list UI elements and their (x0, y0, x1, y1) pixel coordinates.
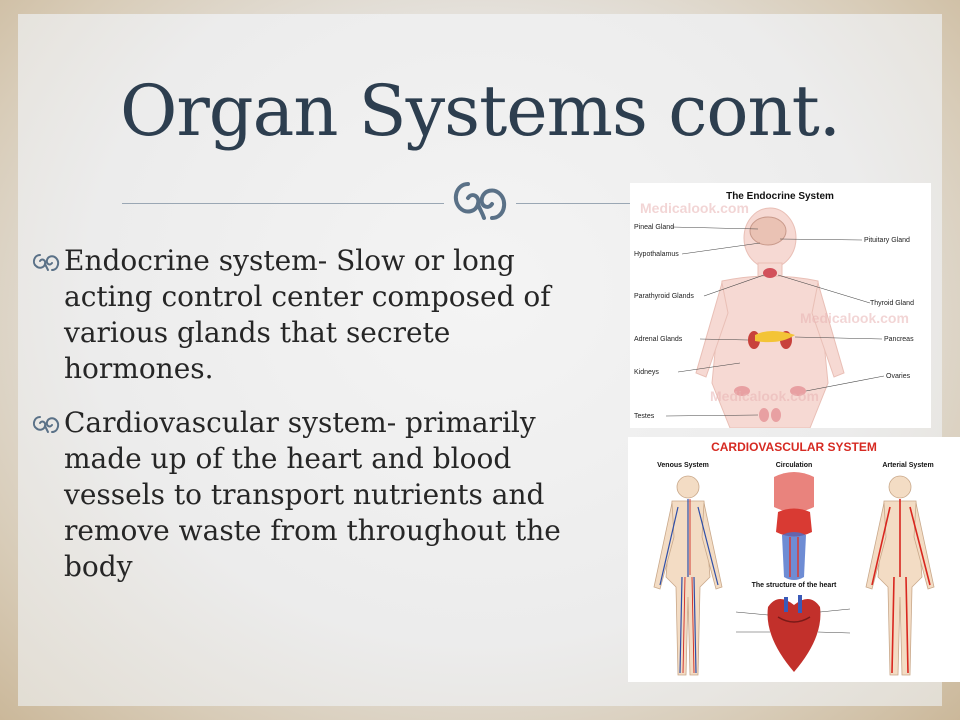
bullet-list: Endocrine system- Slow or long acting co… (30, 243, 590, 603)
label-pineal-gland: Pineal Gland (634, 224, 674, 231)
panel-arterial-system: Arterial System (882, 462, 933, 469)
label-pancreas: Pancreas (884, 336, 914, 343)
label-thyroid-gland: Thyroid Gland (870, 300, 914, 307)
cardio-figure-title: CARDIOVASCULAR SYSTEM (711, 440, 877, 454)
title-divider-right (516, 203, 636, 204)
cardiovascular-system-image: CARDIOVASCULAR SYSTEM Venous System Circ… (628, 437, 960, 682)
watermark-text: Medicalook.com (800, 310, 909, 326)
bullet-ornament-icon (32, 254, 60, 271)
label-ovaries: Ovaries (886, 373, 911, 380)
bullet-ornament-icon (32, 416, 60, 433)
title-divider-left (122, 203, 444, 204)
panel-circulation: Circulation (776, 462, 813, 469)
watermark-text: Medicalook.com (710, 388, 819, 404)
endocrine-system-image: The Endocrine System (630, 183, 931, 428)
panel-venous-system: Venous System (657, 462, 709, 469)
bullet-text: Cardiovascular system- primarily made up… (64, 406, 561, 583)
label-testes: Testes (634, 413, 655, 420)
heart-structure-subtitle: The structure of the heart (752, 582, 837, 589)
bullet-text: Endocrine system- Slow or long acting co… (64, 244, 551, 385)
watermark-text: Medicalook.com (640, 200, 749, 216)
endocrine-figure-title: The Endocrine System (726, 191, 834, 202)
label-kidneys: Kidneys (634, 369, 659, 376)
label-pituitary-gland: Pituitary Gland (864, 237, 910, 244)
bullet-cardiovascular: Cardiovascular system- primarily made up… (30, 405, 590, 585)
label-hypothalamus: Hypothalamus (634, 251, 679, 258)
label-parathyroid-glands: Parathyroid Glands (634, 293, 694, 300)
bullet-endocrine: Endocrine system- Slow or long acting co… (30, 243, 590, 387)
ornament-icon (453, 182, 507, 220)
slide-title: Organ Systems cont. (119, 70, 841, 152)
label-adrenal-glands: Adrenal Glands (634, 336, 683, 343)
